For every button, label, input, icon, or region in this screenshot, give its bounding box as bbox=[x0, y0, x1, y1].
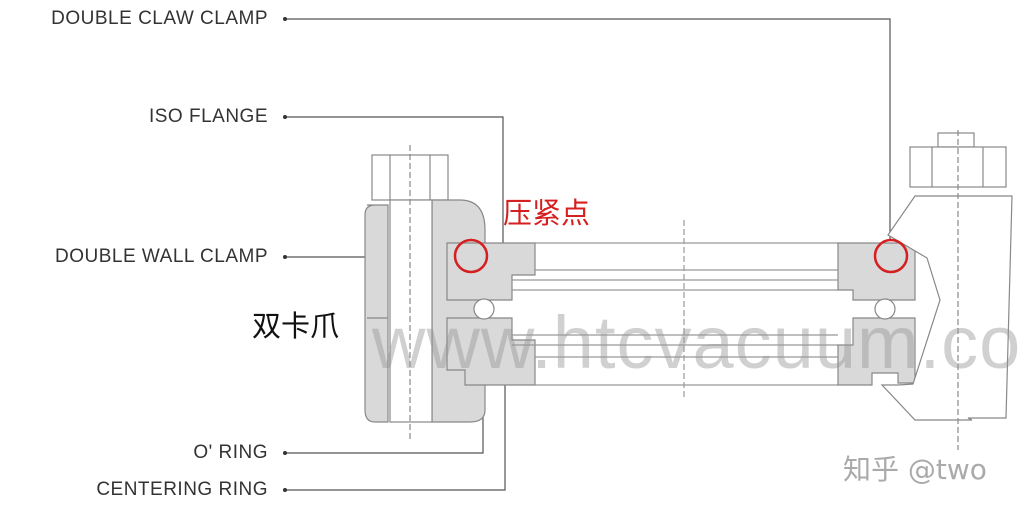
label-double-wall-clamp: DOUBLE WALL CLAMP bbox=[55, 246, 268, 267]
leader-dots bbox=[283, 17, 287, 492]
double-claw-annotation: 双卡爪 bbox=[252, 309, 340, 343]
centering-ring bbox=[512, 220, 838, 400]
clamping-point-left bbox=[453, 238, 489, 274]
double-claw-clamp bbox=[880, 130, 1013, 450]
iso-flange-right bbox=[837, 242, 916, 386]
label-centering-ring: CENTERING RING bbox=[96, 479, 268, 500]
o-ring-left bbox=[473, 298, 495, 320]
label-o-ring: O' RING bbox=[193, 442, 268, 463]
clamping-point-markers bbox=[453, 238, 909, 274]
o-ring-right bbox=[874, 298, 896, 320]
clamping-point-right bbox=[873, 238, 909, 274]
label-iso-flange: ISO FLANGE bbox=[148, 106, 268, 127]
leader-iso-flange bbox=[286, 116, 504, 250]
site-watermark: www.htcvacuum.com bbox=[372, 301, 1026, 384]
label-double-claw-clamp: DOUBLE CLAW CLAMP bbox=[51, 8, 268, 29]
leader-double-claw-clamp bbox=[286, 18, 891, 240]
iso-flange-left bbox=[446, 242, 536, 386]
zhihu-watermark: 知乎 @two bbox=[843, 453, 987, 486]
clamping-point-annotation: 压紧点 bbox=[503, 196, 591, 230]
